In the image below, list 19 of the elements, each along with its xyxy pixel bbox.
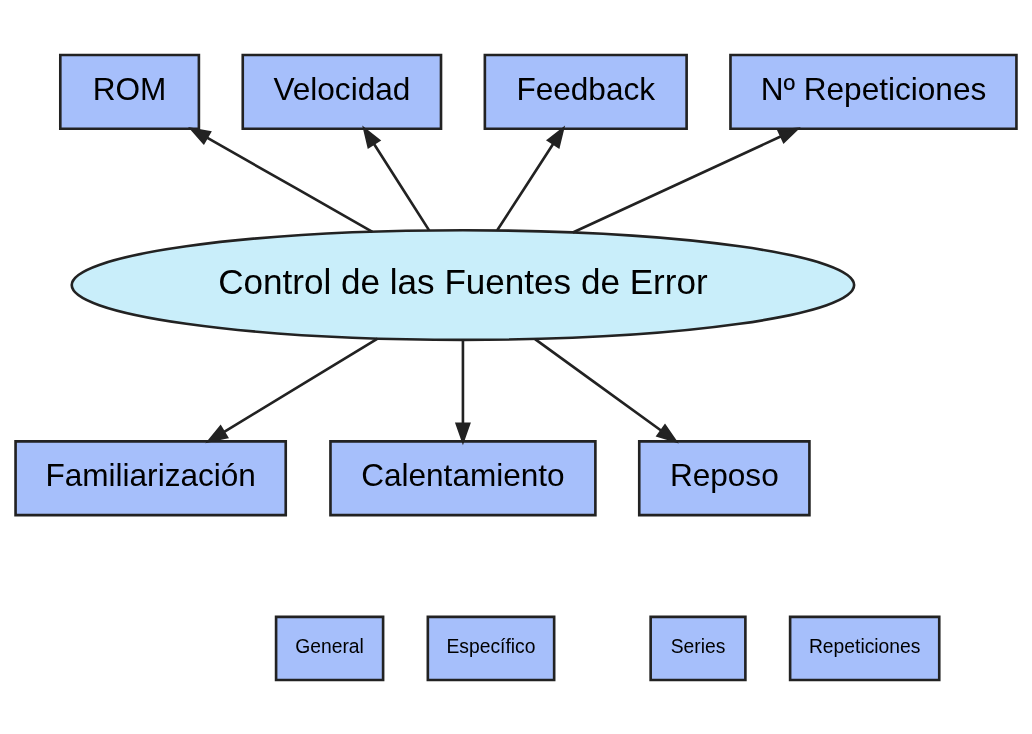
node-box: General	[274, 615, 385, 681]
node-box: Repeticiones	[788, 615, 941, 681]
node-box: Específico	[426, 615, 556, 681]
node-ellipse: Control de las Fuentes de Error	[70, 228, 856, 341]
arrow	[496, 125, 566, 231]
arrow	[362, 125, 431, 231]
node-box: Nº Repeticiones	[729, 53, 1018, 130]
node-box: Familiarización	[14, 439, 288, 516]
node-box: Series	[649, 615, 747, 681]
arrow	[205, 337, 379, 443]
node-box: ROM	[59, 53, 201, 130]
arrow	[534, 337, 679, 443]
arrow	[454, 339, 471, 445]
node-box: Velocidad	[241, 53, 443, 130]
node-box: Feedback	[483, 53, 688, 130]
node-box: Reposo	[637, 439, 811, 516]
arrow	[188, 126, 374, 233]
arrow	[572, 126, 801, 234]
node-box: Calentamiento	[329, 439, 597, 516]
